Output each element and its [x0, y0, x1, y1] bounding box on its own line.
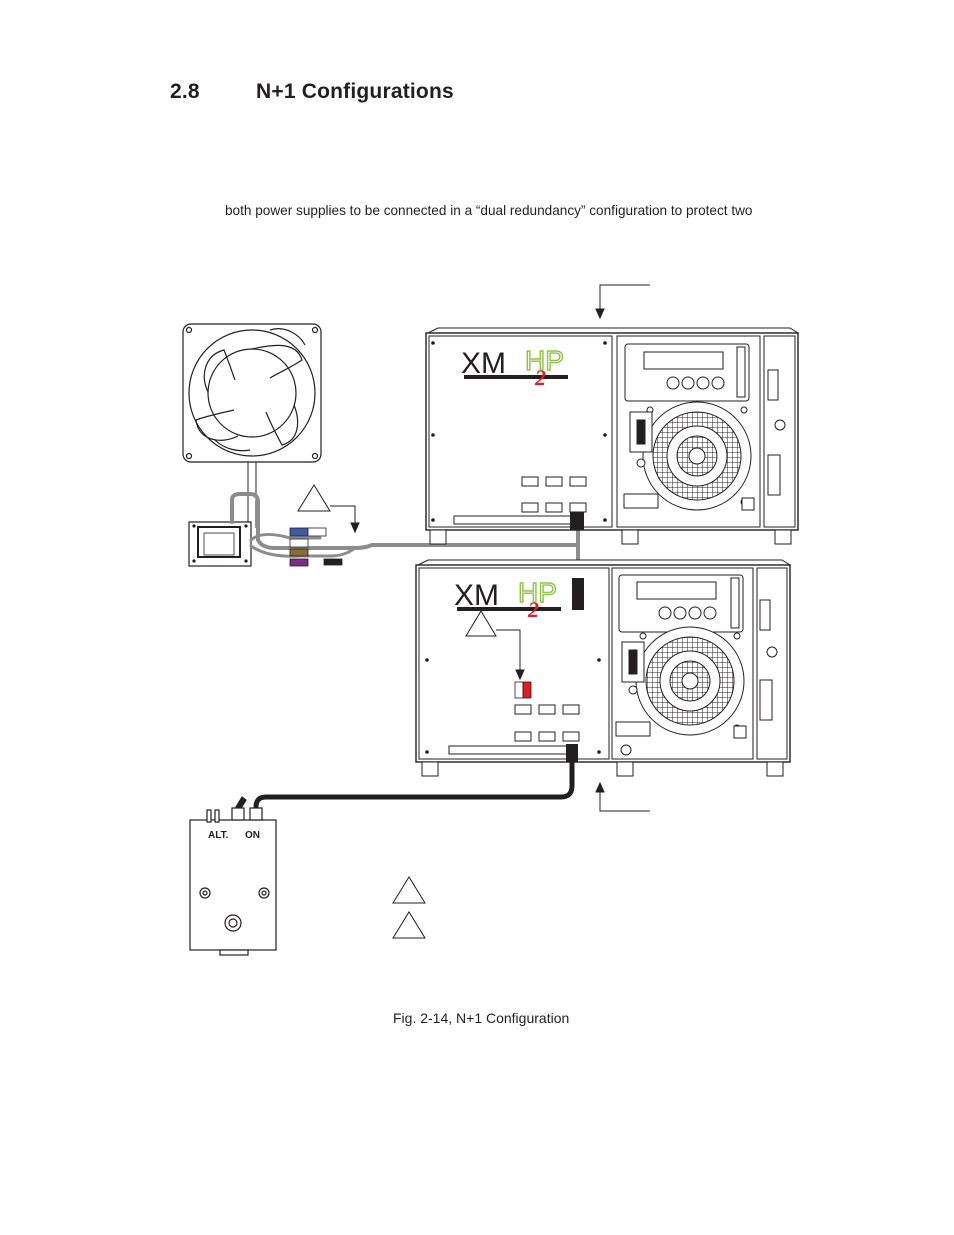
brown-wire-tag — [289, 548, 309, 557]
remote-switch-box — [189, 796, 277, 956]
upper-plug — [570, 512, 584, 530]
top-pointer-arrow — [595, 284, 650, 320]
legend-triangle-1 — [392, 876, 426, 904]
upper-power-supply — [425, 327, 799, 545]
warning-triangle-2 — [465, 610, 525, 681]
junction-box — [188, 521, 252, 567]
warning-triangle-1 — [297, 484, 360, 534]
black-wire-tag — [323, 558, 343, 566]
red-connector — [514, 681, 532, 699]
purple-wire-tag — [289, 558, 309, 567]
white-wire-tag — [289, 538, 309, 548]
wire-tags — [289, 527, 343, 567]
figure-caption: Fig. 2-14, N+1 Configuration — [393, 1010, 570, 1026]
svg-text:XM: XM — [461, 347, 506, 380]
svg-text:HP: HP — [518, 577, 557, 608]
switch-label-on: ON — [245, 830, 260, 841]
svg-text:2: 2 — [534, 365, 546, 390]
section-heading: 2.8 N+1 Configurations — [170, 80, 454, 104]
link-connector — [572, 578, 584, 610]
legend-triangles — [392, 876, 426, 939]
svg-text:XM: XM — [454, 579, 499, 612]
remote-cable — [253, 744, 578, 816]
section-number: 2.8 — [170, 80, 200, 103]
xmhp-logo-lower: XM HP 2 — [454, 576, 561, 622]
legend-triangle-2 — [392, 911, 426, 939]
section-title: N+1 Configurations — [256, 80, 454, 103]
svg-text:HP: HP — [525, 345, 564, 376]
bottom-pointer-arrow — [595, 781, 650, 812]
blue-wire-tag — [289, 527, 309, 537]
cooling-fan — [182, 323, 322, 463]
svg-text:2: 2 — [527, 597, 539, 622]
body-text: both power supplies to be connected in a… — [225, 203, 753, 218]
xmhp-logo-upper: XM HP 2 — [461, 344, 568, 390]
switch-label-alt: ALT. — [208, 830, 229, 841]
